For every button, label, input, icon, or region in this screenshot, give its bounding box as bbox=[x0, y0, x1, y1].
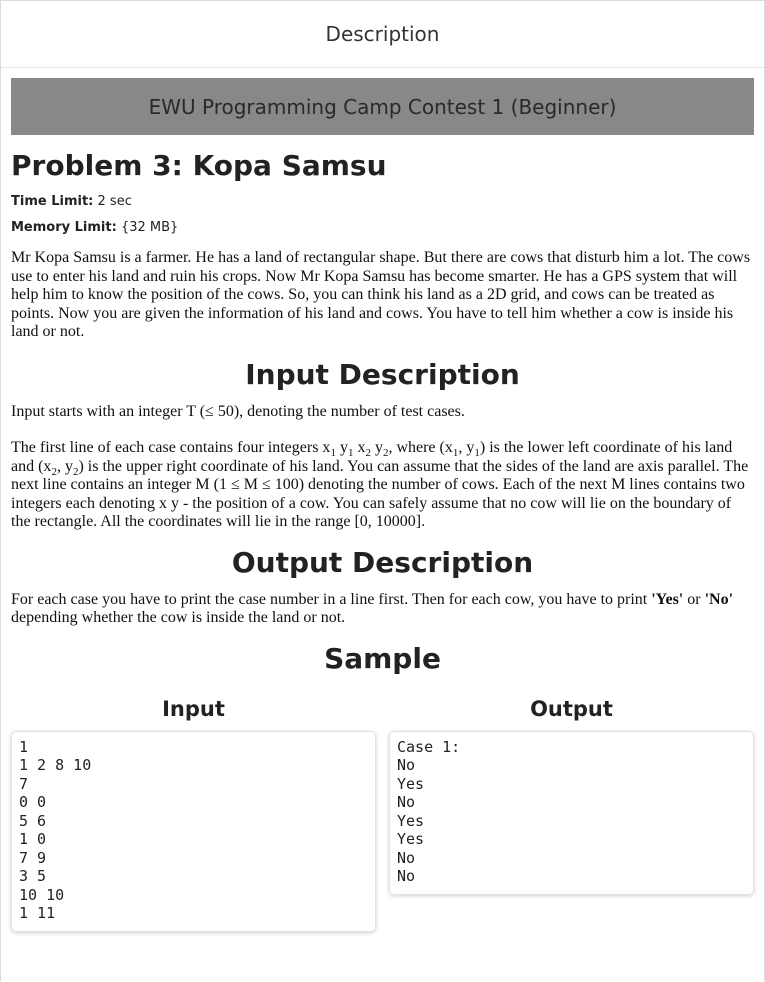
memory-limit-label: Memory Limit: bbox=[11, 220, 117, 235]
memory-limit: Memory Limit: {32 MB} bbox=[11, 219, 754, 237]
contest-banner: EWU Programming Camp Contest 1 (Beginner… bbox=[11, 78, 754, 135]
header-title: Description bbox=[325, 22, 440, 46]
problem-name: Kopa Samsu bbox=[192, 149, 387, 182]
output-description-heading: Output Description bbox=[231, 545, 534, 579]
input-description-heading: Input Description bbox=[245, 357, 520, 391]
sample-output-column: Output Case 1: No Yes No Yes Yes No No bbox=[389, 695, 754, 932]
contest-name: EWU Programming Camp Contest 1 (Beginner… bbox=[148, 94, 617, 119]
sample-output-box: Case 1: No Yes No Yes Yes No No bbox=[389, 730, 754, 895]
input-paragraph-1: Input starts with an integer T (≤ 50), d… bbox=[11, 402, 465, 420]
problem-statement: Mr Kopa Samsu is a farmer. He has a land… bbox=[11, 249, 751, 340]
time-limit-value: 2 sec bbox=[97, 194, 132, 209]
memory-limit-value: {32 MB} bbox=[120, 220, 179, 235]
time-limit-label: Time Limit: bbox=[11, 194, 94, 209]
yes-literal: 'Yes' bbox=[651, 590, 684, 608]
problem-title: Problem 3: Kopa Samsu bbox=[11, 149, 754, 183]
output-paragraph: For each case you have to print the case… bbox=[11, 590, 734, 627]
time-limit: Time Limit: 2 sec bbox=[11, 193, 754, 211]
problem-content: EWU Programming Camp Contest 1 (Beginner… bbox=[1, 78, 764, 932]
page-header: Description bbox=[1, 1, 764, 68]
sample-input-label: Input bbox=[162, 696, 225, 721]
problem-number: Problem 3: bbox=[11, 149, 183, 182]
sample-heading: Sample bbox=[324, 641, 441, 675]
sample-input-column: Input 1 1 2 8 10 7 0 0 5 6 1 0 7 9 3 5 1… bbox=[11, 695, 376, 932]
no-literal: 'No' bbox=[704, 590, 734, 608]
sample-columns: Input 1 1 2 8 10 7 0 0 5 6 1 0 7 9 3 5 1… bbox=[11, 695, 754, 932]
input-paragraph-2: The first line of each case contains fou… bbox=[11, 439, 749, 530]
sample-input-box: 1 1 2 8 10 7 0 0 5 6 1 0 7 9 3 5 10 10 1… bbox=[11, 730, 376, 932]
sample-output-label: Output bbox=[530, 696, 613, 721]
